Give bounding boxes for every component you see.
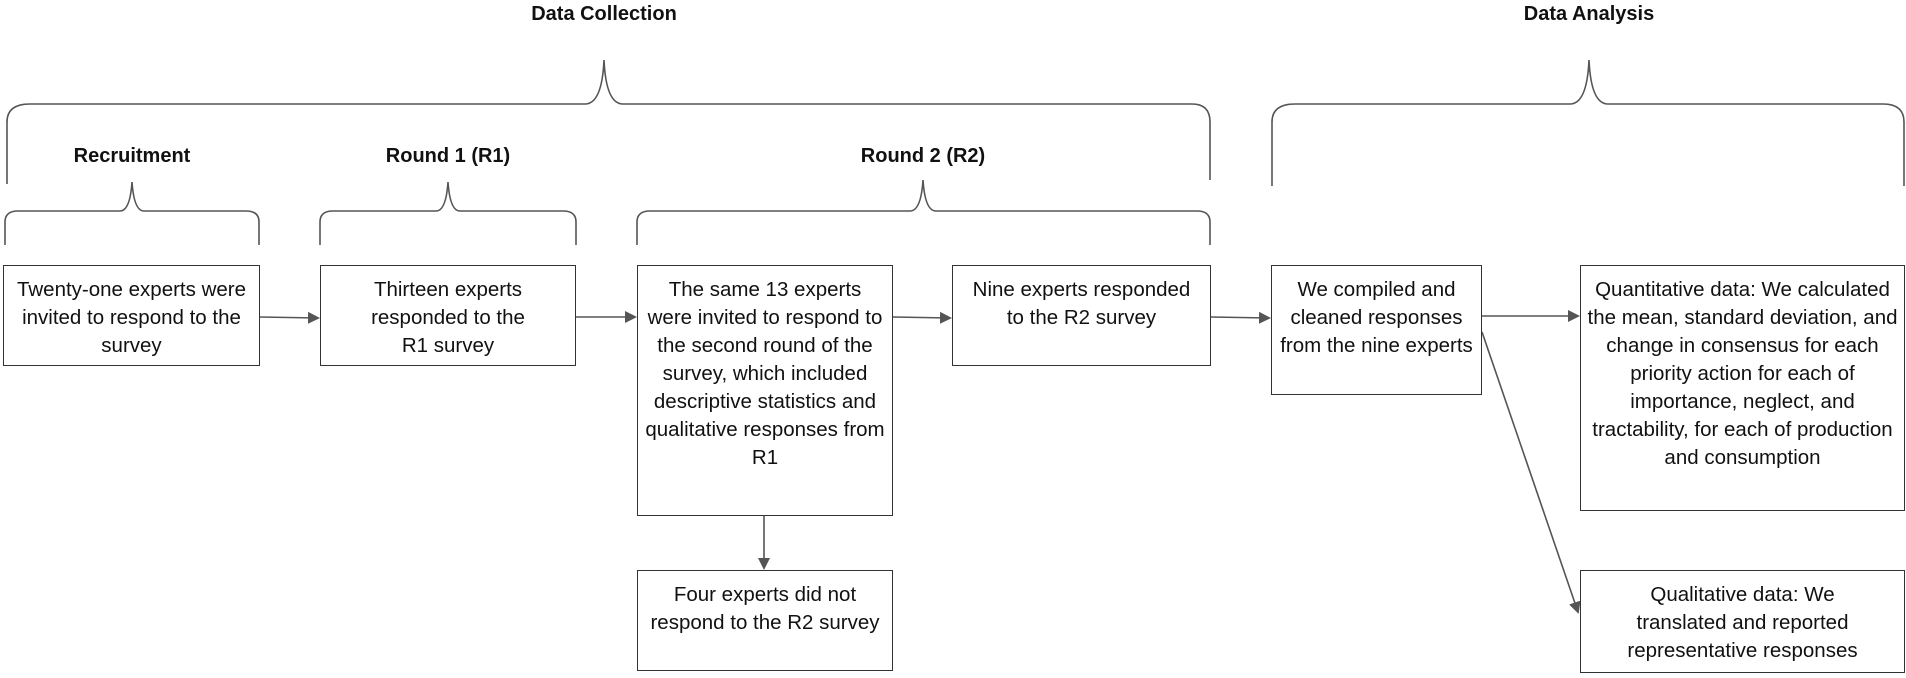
round1-brace	[319, 181, 577, 245]
r2-invited-text: The same 13 experts were invited to resp…	[645, 278, 885, 469]
round2-heading: Round 2 (R2)	[860, 145, 986, 167]
data-collection-brace	[6, 59, 1211, 184]
r2-responded-text: Nine experts responded to the R2 survey	[972, 278, 1191, 329]
compiled-box: We compiled and cleaned responses from t…	[1271, 265, 1482, 395]
r2-dropout-box: Four experts did not respond to the R2 s…	[637, 570, 893, 671]
quantitative-text: Quantitative data: We calculated the mea…	[1587, 278, 1898, 469]
data-analysis-heading: Data Analysis	[1523, 3, 1655, 25]
data-analysis-brace	[1271, 59, 1905, 186]
round2-brace	[636, 179, 1211, 245]
data-collection-heading: Data Collection	[531, 3, 677, 25]
qualitative-box: Qualitative data: We translated and repo…	[1580, 570, 1905, 673]
r2-dropout-text: Four experts did not respond to the R2 s…	[650, 583, 880, 634]
round1-heading: Round 1 (R1)	[385, 145, 511, 167]
arrow-compiled-to-qualitative	[1481, 331, 1581, 614]
arrow-r2-to-responded	[892, 311, 952, 324]
arrow-responded-to-compiled	[1210, 311, 1271, 324]
qualitative-text: Qualitative data: We translated and repo…	[1627, 583, 1858, 662]
r1-responded-box: Thirteen experts responded to the R1 sur…	[320, 265, 576, 366]
r1-responded-text: Thirteen experts responded to the R1 sur…	[371, 278, 525, 357]
recruitment-heading: Recruitment	[73, 145, 191, 167]
recruitment-brace	[4, 181, 260, 245]
r2-invited-box: The same 13 experts were invited to resp…	[637, 265, 893, 516]
r2-responded-box: Nine experts responded to the R2 survey	[952, 265, 1211, 366]
arrow-invited-to-r1	[259, 311, 320, 324]
compiled-text: We compiled and cleaned responses from t…	[1280, 278, 1473, 357]
quantitative-box: Quantitative data: We calculated the mea…	[1580, 265, 1905, 511]
invited-box: Twenty-one experts were invited to respo…	[3, 265, 260, 366]
invited-text: Twenty-one experts were invited to respo…	[16, 278, 247, 357]
